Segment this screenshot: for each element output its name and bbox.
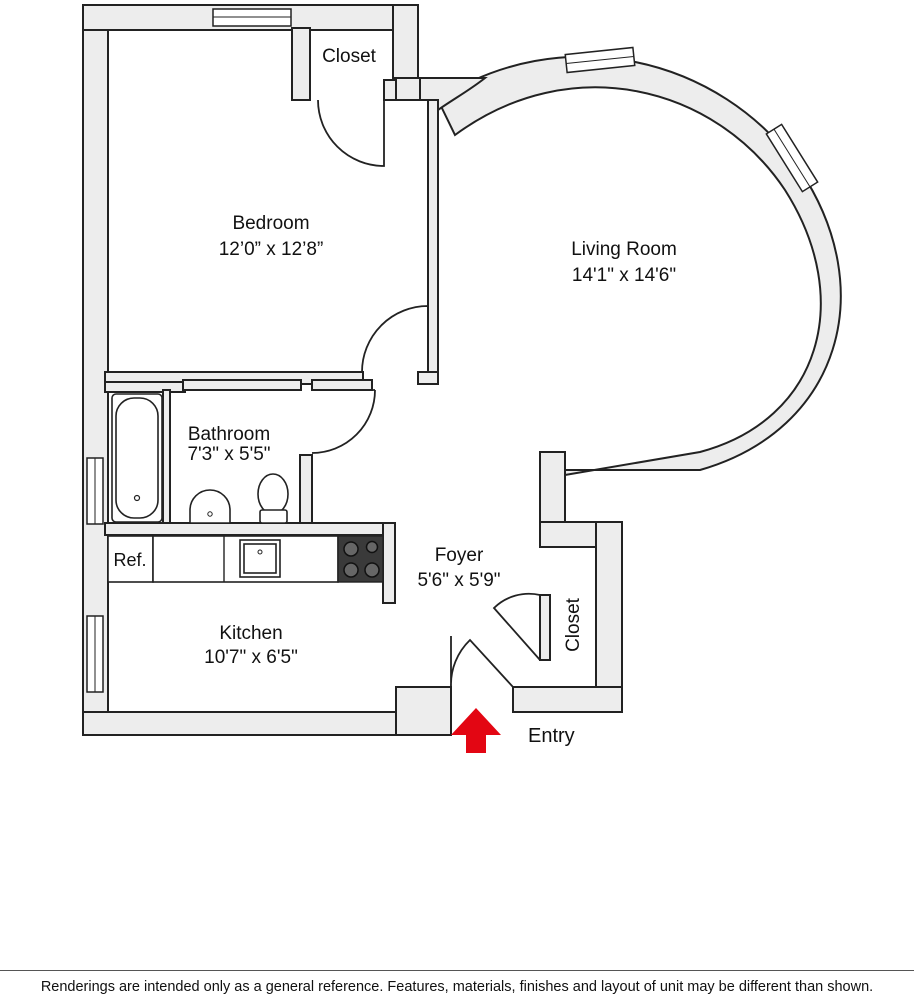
kitchen-sink-basin [243,543,277,574]
bedroom-closet-label: Closet [322,46,377,67]
disclaimer-text: Renderings are intended only as a genera… [40,979,874,995]
wall-closet-inner-left [539,594,551,661]
door-foyer-closet [492,592,541,661]
wall-bath-top [104,381,186,393]
toilet-tank [259,509,288,524]
living-room-dims: 14'1" x 14'6" [572,265,676,286]
wall-bed-living [427,94,439,383]
door-entry [450,636,514,688]
burner-1 [343,541,359,557]
entry-arrow-icon [451,708,501,753]
wall-closet-left [291,27,311,101]
foyer-closet-label: Closet [563,597,584,652]
wall-bottom-left [82,711,419,736]
windows [86,8,819,693]
bathtub-drain [133,494,141,502]
wall-bottom-step [395,686,452,736]
wall-bath-tub-divider [162,389,171,526]
bedroom-name: Bedroom [232,213,309,234]
kitchen-fixtures: Ref. [107,535,384,583]
wall-closet-bottom [512,686,623,713]
burner-3 [343,562,359,578]
kitchen-dims: 10'7" x 6'5" [204,647,298,668]
bathroom-dims: 7'3" x 5'5" [187,444,270,465]
living-room-name: Living Room [571,239,677,260]
kitchen-name: Kitchen [219,623,282,644]
wall-bath-top-right [182,379,302,391]
burner-2 [365,540,379,554]
bathroom-name: Bathroom [188,424,270,445]
door-bedroom-closet [317,99,385,167]
door-bathroom [311,389,376,454]
wall-bath-top-far [311,379,373,391]
room-labels: Closet Bedroom 12’0” x 12’8” Living Room… [187,46,676,668]
kitchen-sink-drain [257,549,263,555]
wall-bath-bottom [104,522,396,536]
entry-label: Entry [528,725,575,747]
foyer-name: Foyer [435,545,484,566]
wall-closet-bottom-right [383,79,397,101]
door-bedroom [361,305,429,373]
doors [311,99,541,688]
disclaimer-divider [0,970,914,971]
sink [189,489,231,524]
toilet-bowl [257,473,289,515]
wall-bed-bottom-right [417,371,439,385]
burner-4 [364,562,380,578]
wall-living-top [419,77,488,112]
bathroom-fixtures [111,393,289,524]
foyer-dims: 5'6" x 5'9" [417,570,500,591]
wall-kitchen-counter-end [382,522,396,604]
refrigerator-label: Ref. [113,550,146,570]
wall-top-right [392,4,419,81]
wall-closet-far-right [595,521,623,713]
wall-bath-right [299,454,313,526]
bedroom-dims: 12’0” x 12’8” [219,239,324,260]
walls [82,4,842,736]
bathtub-basin [115,397,159,519]
sink-drain [207,511,213,517]
entry-marker: Entry [451,708,575,753]
